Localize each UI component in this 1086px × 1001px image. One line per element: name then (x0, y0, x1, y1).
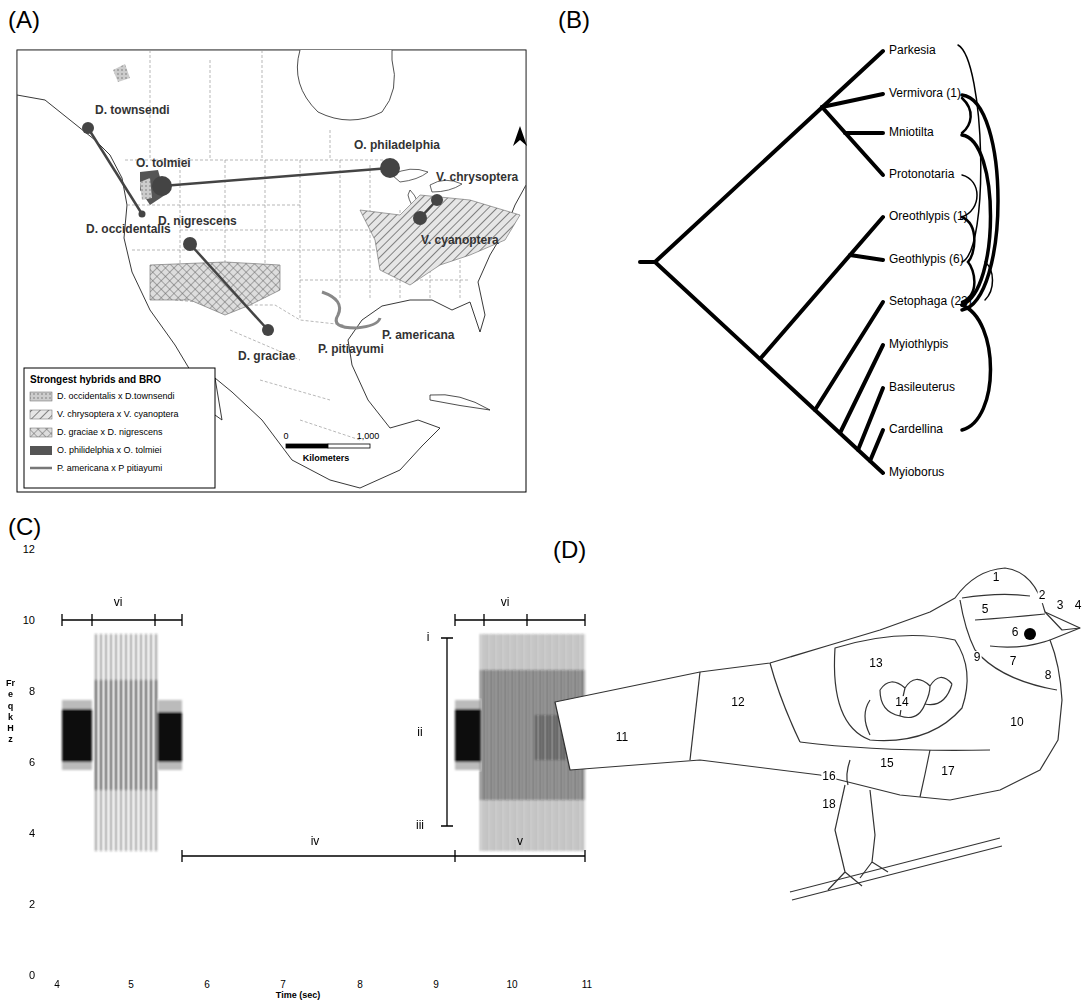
callout-number: 4 (1074, 599, 1083, 613)
measure-label: v (517, 835, 523, 849)
tick-label: 6 (29, 756, 35, 769)
callout-number: 17 (940, 765, 955, 779)
species-label: V. chrysoptera (436, 171, 518, 185)
callout-number: 6 (1011, 626, 1020, 640)
tick-label: 9 (433, 979, 439, 991)
callout-number: 8 (1044, 669, 1053, 683)
taxon-label: Cardellina (889, 423, 943, 437)
spectrogram (62, 614, 585, 862)
association-brackets (958, 45, 998, 430)
panel-label: (D) (553, 536, 586, 564)
species-label: D. townsendi (95, 104, 170, 118)
callout-number: 13 (868, 657, 883, 671)
tick-label: 4 (29, 827, 35, 840)
legend-text: D. occidentalis x D.townsendi (57, 391, 175, 401)
taxon-label: Basileuterus (889, 381, 955, 395)
phylogeny (640, 51, 883, 473)
tick-label: 5 (128, 979, 134, 991)
measure-label: vi (501, 596, 510, 610)
bird-topography (555, 568, 1080, 900)
taxon-label: Oreothlypis (1) (889, 210, 968, 224)
taxon-label: Parkesia (889, 44, 936, 58)
callout-number: 12 (730, 696, 745, 710)
tick-label: 7 (280, 979, 286, 991)
legend-text: V. chrysoptera x V. cyanoptera (57, 409, 178, 419)
tick-label: 2 (29, 898, 35, 911)
measure-label: ii (417, 726, 422, 740)
callout-number: 16 (821, 770, 836, 784)
callout-number: 15 (879, 757, 894, 771)
callout-number: 11 (615, 731, 629, 745)
callout-number: 3 (1056, 599, 1065, 613)
taxon-label: Setophaga (22) (889, 295, 972, 309)
legend-text: D. graciae x D. nigrescens (57, 427, 163, 437)
scale-label: 1,000 (357, 431, 380, 441)
taxon-label: Myioborus (889, 466, 944, 480)
callout-number: 9 (973, 651, 982, 665)
tick-label: 8 (29, 685, 35, 698)
tick-label: 12 (23, 543, 35, 556)
tick-label: 0 (29, 969, 35, 982)
tick-label: 10 (506, 979, 517, 991)
axis-title: Time (sec) (276, 990, 320, 1000)
tick-label: 6 (204, 979, 210, 991)
measure-label: vi (114, 596, 123, 610)
callout-number: 14 (894, 696, 909, 710)
species-label: D. graciae (238, 350, 295, 364)
callout-number: 18 (821, 798, 836, 812)
axis-title: Freq kHz (6, 678, 15, 746)
panel-label: (B) (558, 6, 590, 34)
scale-label: 0 (283, 431, 288, 441)
taxon-label: Vermivora (1) (889, 87, 961, 101)
callout-number: 10 (1009, 716, 1024, 730)
taxon-label: Geothlypis (6) (889, 253, 964, 267)
measure-label: iv (311, 835, 320, 849)
panel-label: (C) (8, 513, 41, 541)
tick-label: 10 (23, 614, 35, 627)
measure-label: i (427, 631, 430, 645)
bird-eye (1024, 628, 1036, 640)
panel-label: (A) (8, 6, 40, 34)
callout-number: 2 (1038, 589, 1047, 603)
callout-number: 5 (981, 603, 990, 617)
species-label: P. pitiayumi (318, 343, 384, 357)
species-label: V. cyanoptera (421, 234, 499, 248)
taxon-label: Mniotilta (889, 126, 934, 140)
legend-title: Strongest hybrids and BRO (30, 374, 161, 386)
tick-label: 4 (54, 979, 60, 991)
tick-label: 11 (582, 979, 592, 991)
species-label: O. tolmiei (136, 157, 191, 171)
species-label: P. americana (382, 329, 455, 343)
species-label: O. philadelphia (354, 139, 440, 153)
legend-text: O. philidelphia x O. tolmiei (57, 445, 162, 455)
tick-label: 8 (357, 979, 363, 991)
map (17, 50, 527, 492)
taxon-label: Myiothlypis (889, 338, 948, 352)
species-label: D. nigrescens (158, 215, 237, 229)
legend-text: P. americana x P pitiayumi (57, 463, 162, 473)
scale-label: Kilometers (303, 453, 350, 463)
measure-label: iii (416, 819, 424, 833)
callout-number: 1 (992, 571, 1001, 585)
taxon-label: Protonotaria (889, 168, 954, 182)
callout-number: 7 (1009, 655, 1018, 669)
species-label: D. occidentalis (86, 223, 171, 237)
